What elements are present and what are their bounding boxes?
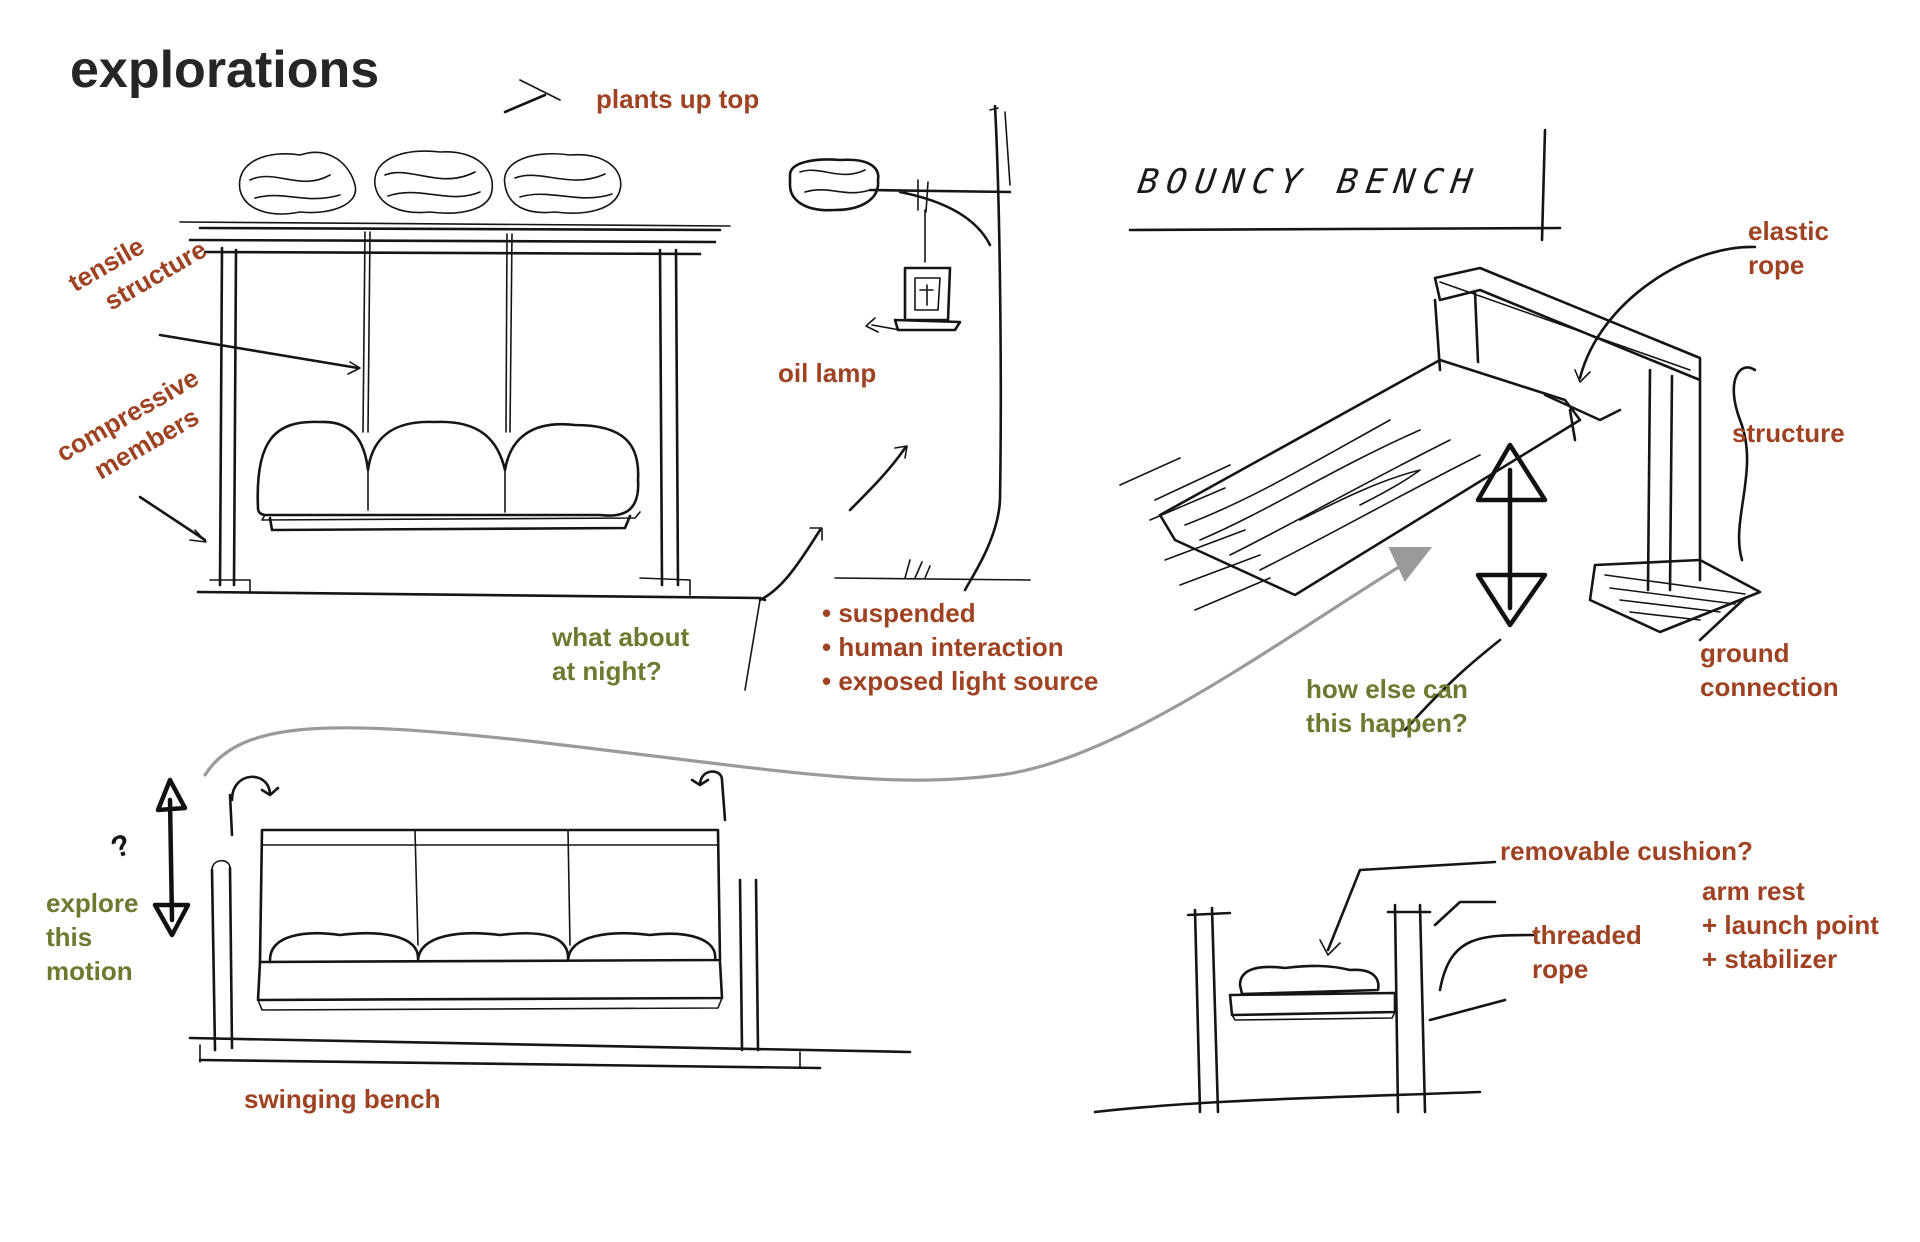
label-night-line1: what about bbox=[552, 622, 690, 652]
label-ground-line2: connection bbox=[1700, 672, 1839, 702]
label-removable-cushion: removable cushion? bbox=[1500, 836, 1753, 866]
label-ground-line1: ground bbox=[1700, 638, 1790, 668]
label-elastic-rope: elastic rope bbox=[1748, 214, 1829, 282]
bullet-text: human interaction bbox=[838, 632, 1064, 662]
bouncy-bench-sketch bbox=[1119, 128, 1762, 732]
label-explore-this-motion: explore this motion bbox=[46, 886, 139, 988]
label-how-else: how else can this happen? bbox=[1306, 672, 1468, 740]
bouncy-bench-heading: BOUNCY BENCH bbox=[1135, 162, 1483, 202]
label-explore-line1: explore bbox=[46, 888, 139, 918]
label-plants-up-top: plants up top bbox=[596, 84, 760, 114]
label-arm-rest-line1: arm rest bbox=[1702, 876, 1805, 906]
label-ground-connection: ground connection bbox=[1700, 636, 1839, 704]
label-threaded-rope: threaded rope bbox=[1532, 918, 1642, 986]
bullet-item: • human interaction bbox=[822, 632, 1064, 662]
label-arm-rest-line2: + launch point bbox=[1702, 910, 1879, 940]
label-swinging-bench: swinging bench bbox=[244, 1084, 441, 1114]
label-arm-rest-line3: + stabilizer bbox=[1702, 944, 1838, 974]
label-arm-rest: arm rest + launch point + stabilizer bbox=[1702, 874, 1879, 976]
bullet-text: suspended bbox=[838, 598, 976, 628]
label-elastic-line1: elastic bbox=[1748, 216, 1829, 246]
label-how-else-line1: how else can bbox=[1306, 674, 1468, 704]
label-elastic-line2: rope bbox=[1748, 250, 1805, 280]
label-threaded-line2: rope bbox=[1532, 954, 1589, 984]
label-oil-lamp: oil lamp bbox=[778, 358, 877, 388]
label-what-about-at-night: what about at night? bbox=[552, 620, 689, 688]
canopy-swing-sketch bbox=[138, 79, 767, 602]
label-structure: structure bbox=[1732, 418, 1845, 448]
label-explore-line3: motion bbox=[46, 956, 133, 986]
page-title: explorations bbox=[70, 41, 380, 99]
bullet-text: exposed light source bbox=[838, 666, 1099, 696]
label-night-line2: at night? bbox=[552, 656, 662, 686]
label-how-else-line2: this happen? bbox=[1306, 708, 1468, 738]
feature-bullets: • suspended • human interaction • expose… bbox=[822, 596, 1098, 698]
bullet-item: • exposed light source bbox=[822, 666, 1099, 696]
swinging-bench-sketch bbox=[152, 547, 1433, 1070]
label-threaded-line1: threaded bbox=[1532, 920, 1642, 950]
label-explore-line2: this bbox=[46, 922, 93, 952]
oil-lamp-sketch bbox=[744, 104, 1031, 691]
side-bench-sketch bbox=[1093, 860, 1537, 1114]
bullet-item: • suspended bbox=[822, 598, 976, 628]
